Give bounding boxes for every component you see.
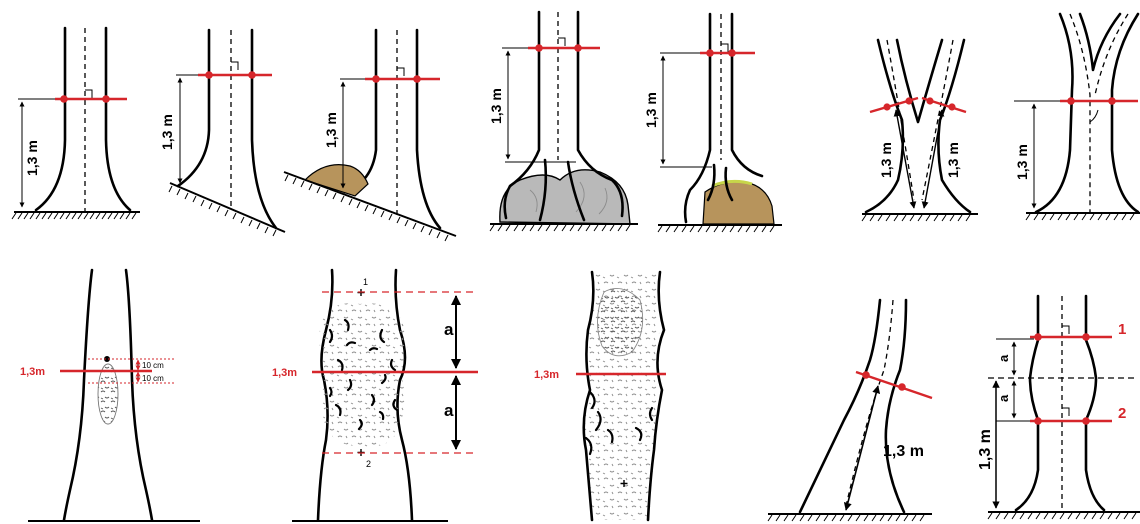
ten-cm-down-label: 10 cm: [142, 374, 164, 383]
height-label-right: 1,3 m: [945, 142, 961, 178]
height-label: 1,3 m: [323, 112, 339, 148]
height-label-left: 1,3 m: [878, 142, 894, 178]
panel-small-wound: 1,3m 10 cm 10 cm: [20, 270, 200, 521]
panel-large-wound: 1 2 1,3m a a: [272, 270, 478, 521]
height-label: 1,3 m: [977, 429, 994, 470]
mark-2-label: 2: [366, 459, 371, 469]
panel-level-ground: 1,3 m: [12, 28, 140, 219]
height-label: 1,3 m: [643, 92, 659, 128]
height-label: 1,3 m: [1014, 144, 1030, 180]
panel-swelling: 1 2 a a 1,3 m: [977, 296, 1140, 519]
panel-stilt-roots: 1,3 m: [643, 14, 782, 232]
mark-1-label: 1: [363, 277, 368, 287]
panel-leaning-tree: 1,3 m: [768, 300, 932, 521]
a-lower-label: a: [444, 401, 454, 420]
panel-slope: 1,3 m: [159, 30, 285, 236]
a-upper-label: a: [996, 354, 1011, 362]
panel-bulging-stem: 1,3m: [534, 272, 666, 520]
a-lower-label: a: [996, 394, 1011, 402]
height-label: 1,3 m: [488, 88, 504, 124]
panel-roots-rock: 1,3 m: [488, 12, 638, 231]
height-label: 1,3 m: [159, 114, 175, 150]
point-1-label: 1: [1118, 321, 1126, 338]
height-label: 1,3m: [534, 369, 559, 381]
point-2-label: 2: [1118, 405, 1126, 422]
panel-slope-mound: 1,3 m: [284, 30, 456, 241]
panel-fork-above: 1,3 m: [1014, 14, 1140, 220]
height-label: 1,3m: [20, 366, 45, 378]
ten-cm-up-label: 10 cm: [142, 361, 164, 370]
panel-fork-below: 1,3 m 1,3 m: [862, 40, 978, 221]
height-label: 1,3 m: [883, 443, 924, 460]
height-label: 1,3m: [272, 367, 297, 379]
a-upper-label: a: [444, 320, 454, 339]
height-label: 1,3 m: [24, 140, 40, 176]
